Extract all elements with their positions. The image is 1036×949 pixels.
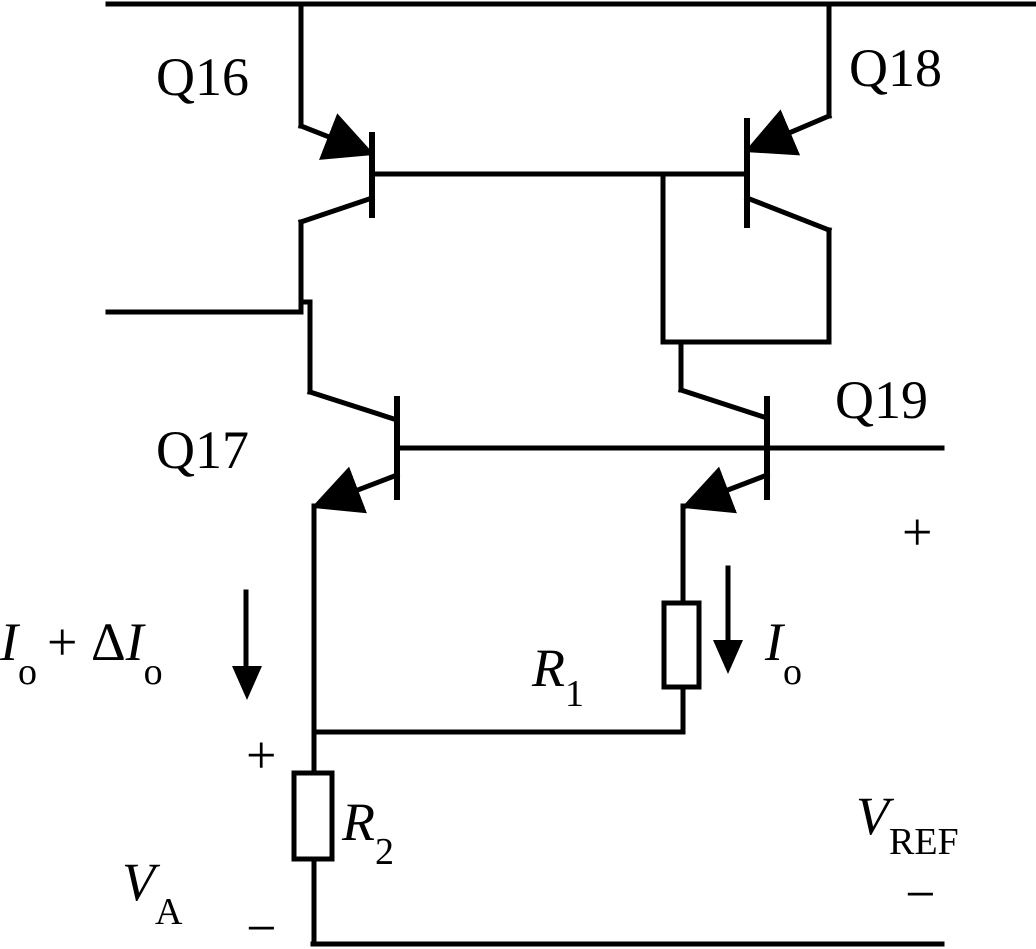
diode-connection-q18 <box>660 171 832 345</box>
label-vref-minus: − <box>905 864 935 924</box>
label-q16: Q16 <box>156 47 249 107</box>
label-q17: Q17 <box>156 420 249 480</box>
label-q19: Q19 <box>835 370 928 430</box>
resistor-r2 <box>291 770 335 947</box>
transistor-q16 <box>297 1 376 305</box>
transistor-q17 <box>306 299 401 776</box>
transistor-q18 <box>743 1 833 345</box>
label-va-minus: − <box>246 898 276 949</box>
transistor-q19 <box>677 339 771 606</box>
input-wire <box>105 299 313 315</box>
label-va: VA <box>122 852 183 933</box>
label-r1: R1 <box>531 638 584 715</box>
resistor-r1 <box>311 600 702 735</box>
label-q18: Q18 <box>849 38 942 98</box>
current-arrow-right <box>713 565 743 674</box>
label-va-plus: + <box>246 725 276 785</box>
label-vref: VREF <box>856 786 959 863</box>
label-current-left: Io+ ΔIo <box>0 612 163 693</box>
current-arrow-left <box>232 589 262 700</box>
label-current-right: Io <box>764 612 802 693</box>
label-vref-plus: + <box>902 502 932 562</box>
label-r2: R2 <box>341 792 394 873</box>
